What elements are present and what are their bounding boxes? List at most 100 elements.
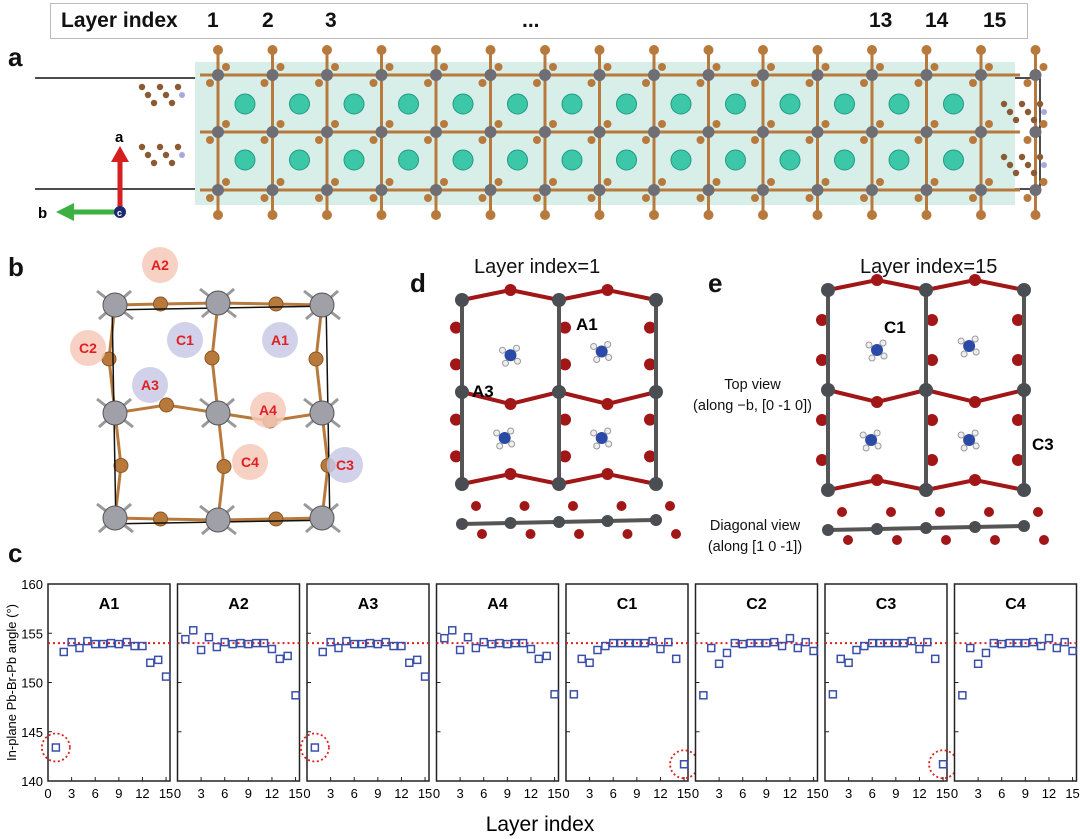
br-atom [315, 79, 323, 87]
br-atom [485, 45, 496, 55]
h-atom [874, 442, 882, 450]
n-atom [963, 434, 976, 446]
br-atom [559, 450, 571, 463]
data-point [228, 639, 237, 649]
pb-atom [321, 69, 333, 81]
top-view-line2: (along −b, [0 -1 0]) [693, 398, 812, 414]
pb-atom [866, 69, 878, 81]
data-point [487, 639, 496, 649]
pb-atom [455, 293, 469, 307]
data-point [989, 638, 999, 648]
pb-atom [919, 283, 933, 297]
data-point [130, 641, 139, 651]
subplot-title: C4 [1005, 596, 1026, 613]
br-atom [504, 284, 517, 296]
br-atom [658, 120, 666, 128]
data-point [455, 645, 465, 655]
br-atom [1012, 454, 1024, 466]
br-atom [876, 178, 884, 186]
site-label-A1: A1 [271, 332, 289, 348]
pb-atom [919, 483, 933, 497]
x-tick-label: 12 [1042, 786, 1056, 801]
br-atom [504, 468, 517, 480]
br-atom [216, 459, 232, 474]
br-atom [767, 63, 775, 71]
br-atom [985, 120, 993, 128]
data-point [181, 634, 190, 644]
h-atom [957, 337, 965, 345]
pb-atom [430, 69, 442, 81]
pb-atom [866, 184, 878, 196]
x-tick-label: 12 [394, 786, 408, 801]
pb-atom [375, 184, 388, 196]
data-point [624, 638, 634, 648]
n-atom [1041, 162, 1047, 168]
h-atom [605, 440, 613, 448]
data-point [632, 638, 642, 648]
data-point [283, 651, 292, 661]
pb-atom [212, 126, 224, 138]
h-atom [593, 356, 601, 364]
pb-atom [649, 293, 663, 307]
y-tick-label: 140 [21, 774, 43, 789]
data-point [699, 691, 708, 700]
cs-atom [234, 149, 256, 171]
br-atom [871, 274, 883, 286]
subplot-title: A3 [358, 596, 379, 613]
br-atom [914, 194, 923, 202]
site-label-C1: C1 [884, 318, 906, 337]
br-atom [587, 136, 596, 144]
data-point [526, 644, 536, 654]
diag-view-line2: (along [1 0 -1]) [707, 539, 803, 555]
data-point [671, 654, 681, 664]
header-index-3: 3 [325, 9, 337, 32]
organic-atom [138, 143, 146, 151]
n-atom [595, 432, 608, 444]
br-atom [926, 414, 938, 426]
site-label-C2: C2 [79, 340, 97, 356]
data-point [495, 638, 504, 648]
organic-atom [1036, 153, 1044, 161]
organic-atom [156, 83, 164, 91]
data-point [138, 641, 147, 651]
n-atom [865, 434, 878, 446]
data-point [891, 638, 901, 648]
h-atom [865, 341, 873, 349]
pb-atom [309, 400, 335, 426]
cs-atom [779, 93, 801, 115]
x-tick-label: 15 [288, 786, 302, 801]
organic-atom [1018, 153, 1026, 161]
br-atom [984, 507, 994, 517]
br-atom [969, 136, 977, 144]
plot-frame [824, 583, 948, 782]
br-atom [1023, 79, 1032, 87]
br-atom [587, 79, 596, 87]
pb-atom [821, 383, 835, 397]
n-atom [498, 432, 511, 444]
br-atom [886, 507, 896, 517]
br-atom [213, 45, 223, 55]
site-label-C3: C3 [336, 457, 354, 473]
header-index-15: 15 [983, 9, 1007, 32]
cs-atom [289, 149, 310, 171]
x-tick-label: 12 [783, 786, 797, 801]
br-atom [222, 120, 230, 128]
data-point [608, 638, 618, 648]
x-tick-label: 3 [586, 786, 593, 801]
data-point [828, 690, 838, 699]
pb-atom [484, 184, 497, 196]
n-atom [179, 92, 185, 98]
data-point [479, 637, 488, 647]
data-point [930, 654, 940, 664]
x-tick-label: 9 [892, 786, 899, 801]
br-atom [206, 136, 214, 144]
br-atom [331, 178, 339, 186]
br-atom [926, 354, 938, 366]
organic-atom [1024, 108, 1032, 116]
x-tick-label: 15 [1065, 786, 1079, 801]
pb-atom [919, 383, 933, 397]
br-atom [665, 501, 675, 511]
